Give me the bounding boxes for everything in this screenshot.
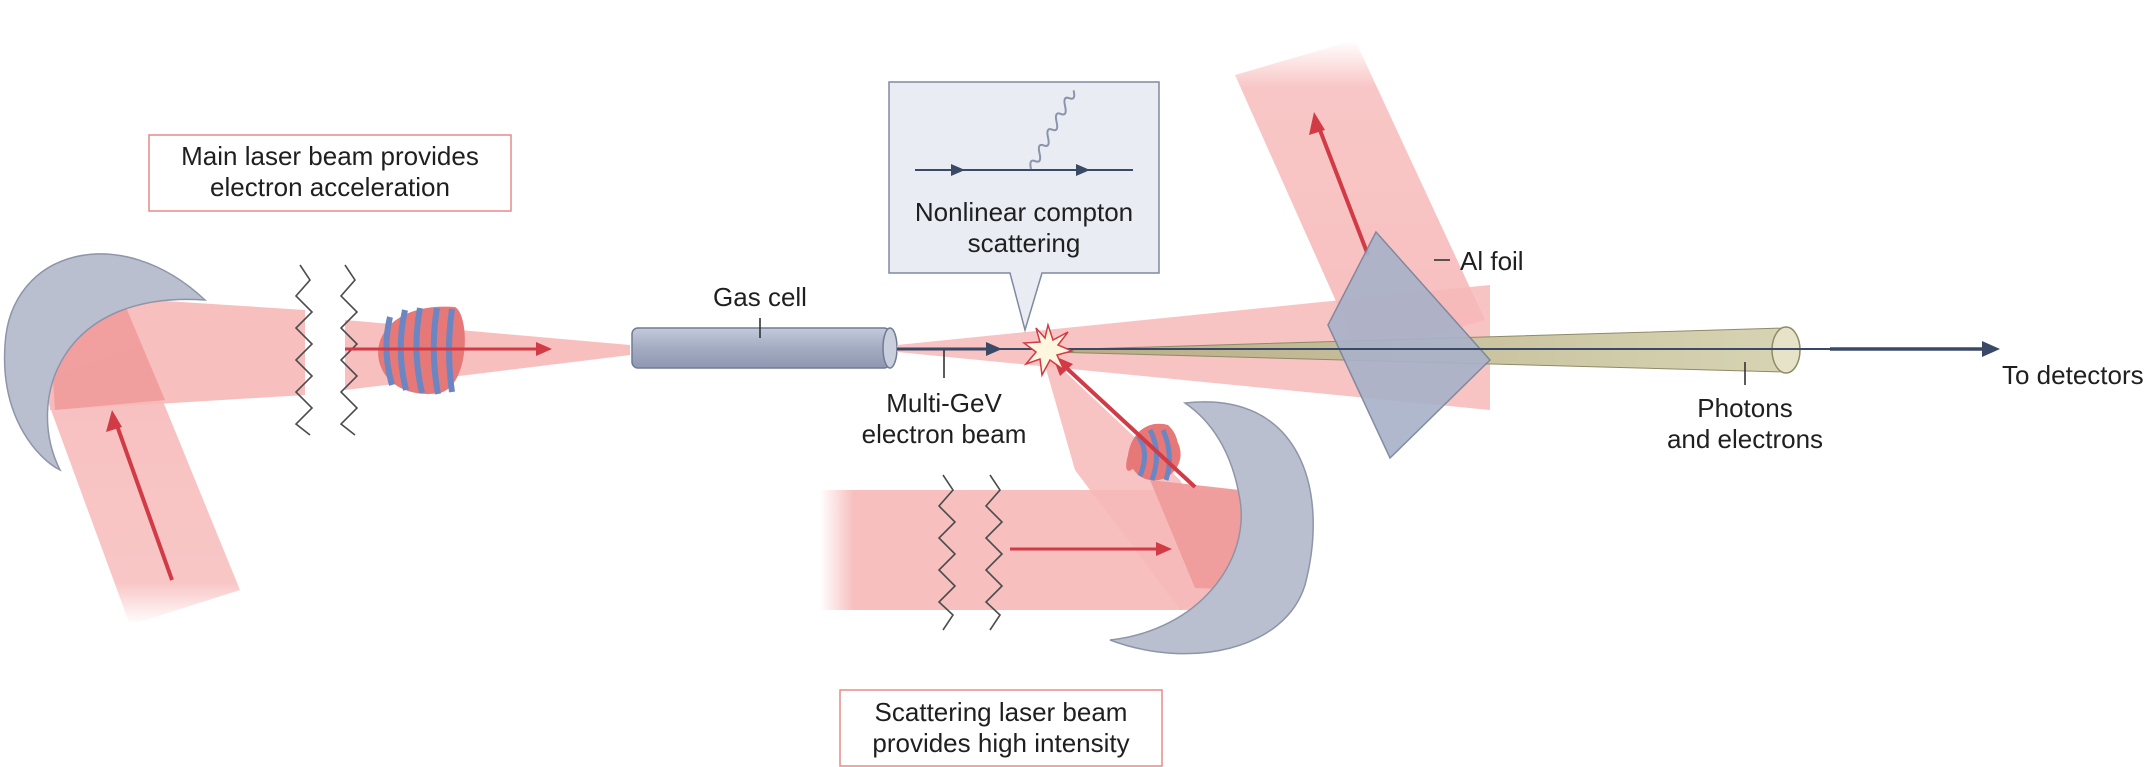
- electron-beam-label-line1: Multi-GeV: [886, 388, 1002, 418]
- scattering-laser-label-box: Scattering laser beam provides high inte…: [839, 689, 1163, 767]
- beam-break-marker: [339, 264, 359, 436]
- electron-beam-label-line2: electron beam: [862, 419, 1027, 449]
- gas-cell-label: Gas cell: [713, 282, 807, 312]
- feynman-arrow-icon: [1076, 164, 1090, 176]
- collision-point-star: [1021, 322, 1075, 378]
- reflected-laser-beam: [1235, 40, 1485, 355]
- al-foil-label: Al foil: [1460, 246, 1524, 276]
- scattering-laser-label-line2: provides high intensity: [872, 728, 1129, 758]
- gas-cell: [631, 318, 898, 369]
- compton-callout: Nonlinear compton scattering: [888, 81, 1160, 333]
- main-laser-label-line1: Main laser beam provides: [181, 141, 479, 171]
- photons-label-line2: and electrons: [1667, 424, 1823, 454]
- detectors-label: To detectors: [2002, 360, 2144, 390]
- al-foil: [1327, 230, 1492, 460]
- main-laser-label-box: Main laser beam provides electron accele…: [148, 134, 512, 212]
- compton-label-line2: scattering: [968, 228, 1081, 258]
- scattering-laser-mirror: [1109, 401, 1314, 655]
- photon-wavy-line-icon: [1029, 90, 1076, 170]
- beam-break-marker: [984, 474, 1004, 631]
- beam-break-marker: [294, 264, 314, 436]
- beam-break-marker: [937, 474, 957, 631]
- main-laser-up-arrow: [113, 419, 174, 581]
- scattering-laser-collision-arrow: [1058, 360, 1197, 489]
- reflected-laser-arrow: [1316, 124, 1370, 256]
- compton-label-line1: Nonlinear compton: [915, 197, 1133, 227]
- photons-label-line1: Photons: [1697, 393, 1792, 423]
- main-laser-label-line2: electron acceleration: [210, 172, 450, 202]
- feynman-arrow-icon: [951, 164, 965, 176]
- scattering-laser-label-line1: Scattering laser beam: [875, 697, 1128, 727]
- main-laser-mirror: [3, 253, 208, 472]
- scattering-laser-overlap: [1150, 480, 1250, 590]
- scattering-laser-beam: [820, 348, 1250, 610]
